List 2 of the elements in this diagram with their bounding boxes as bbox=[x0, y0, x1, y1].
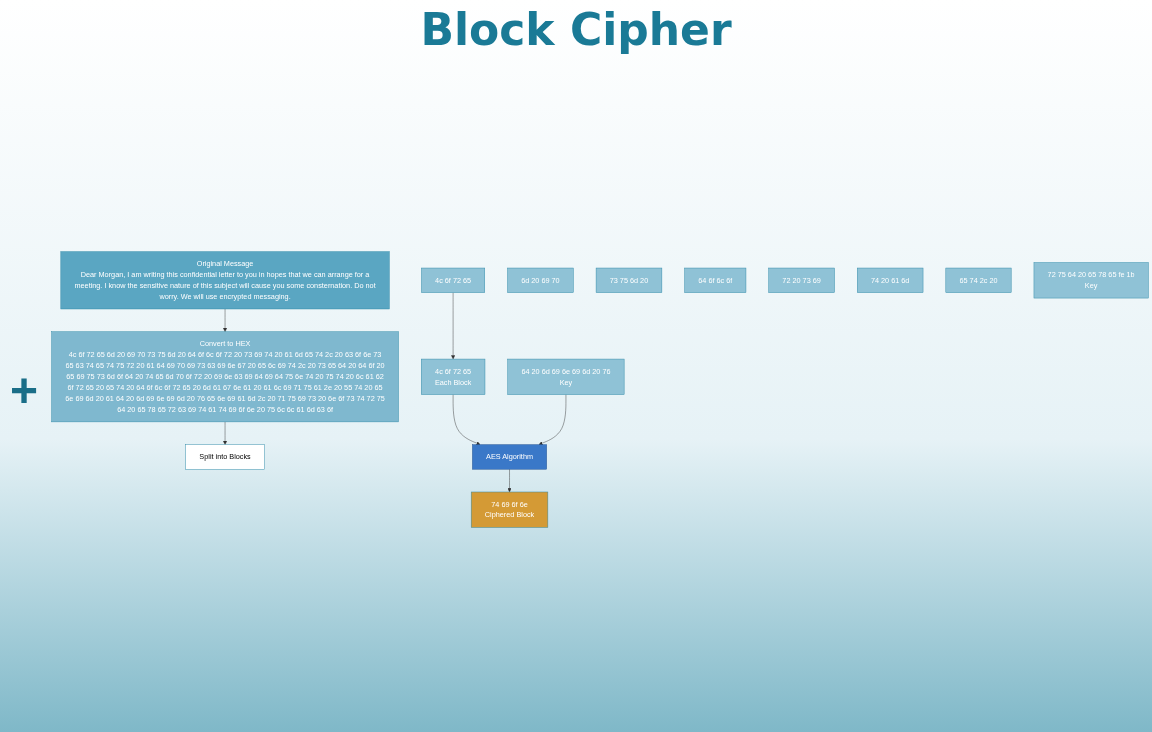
plus-sign: + bbox=[10, 362, 39, 418]
title: Block Cipher bbox=[420, 4, 732, 55]
